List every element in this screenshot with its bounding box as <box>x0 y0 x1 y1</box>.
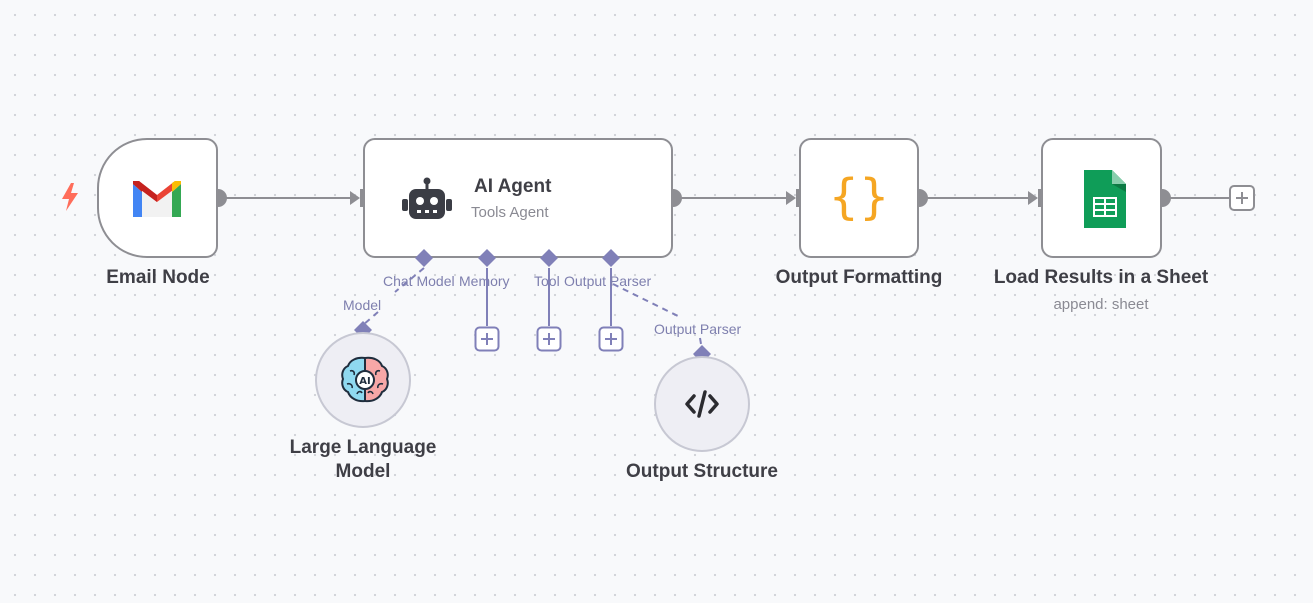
code-braces-icon: {} <box>828 169 890 225</box>
structure-output-parser-port-label: Output Parser <box>654 321 742 337</box>
ai-agent-subtitle: Tools Agent <box>471 204 549 221</box>
trigger-bolt-icon <box>62 183 78 211</box>
chat-model-port[interactable] <box>415 249 433 267</box>
gmail-icon <box>133 181 181 217</box>
arrow-formatting-to-sheet <box>1028 191 1038 205</box>
google-sheets-icon <box>1084 170 1126 228</box>
output-formatting-node[interactable]: {} <box>799 138 919 258</box>
add-node-button[interactable] <box>1229 185 1255 211</box>
output-structure-title: Output Structure <box>626 461 778 482</box>
memory-port-label: Memory <box>459 273 510 289</box>
llm-node[interactable]: AI <box>315 332 411 428</box>
add-memory-button[interactable] <box>474 326 500 352</box>
sheet-node[interactable] <box>1041 138 1162 258</box>
ai-agent-title: AI Agent <box>474 176 552 197</box>
email-node-title: Email Node <box>106 267 210 288</box>
sheet-node-title: Load Results in a Sheet <box>993 267 1209 288</box>
tool-port[interactable] <box>540 249 558 267</box>
connection-output-parser-to-structure[interactable] <box>612 283 683 319</box>
output-structure-node[interactable] <box>654 356 750 452</box>
output-formatting-title: Output Formatting <box>775 267 943 288</box>
arrow-agent-to-formatting <box>786 191 796 205</box>
connection-output-parser-to-structure-lower[interactable] <box>699 337 703 351</box>
memory-port[interactable] <box>478 249 496 267</box>
output-parser-port[interactable] <box>602 249 620 267</box>
output-parser-port-label: Output Parser <box>564 273 652 289</box>
tool-port-label: Tool <box>534 273 560 289</box>
llm-model-port-label: Model <box>343 297 382 313</box>
chat-model-port-label: Chat Model <box>383 273 455 289</box>
add-tool-button[interactable] <box>536 326 562 352</box>
ai-agent-node[interactable]: AI Agent Tools Agent <box>363 138 673 258</box>
connection-chat-model-to-llm-lower[interactable] <box>362 311 379 326</box>
email-node[interactable] <box>97 138 218 258</box>
ai-brain-icon: AI <box>341 356 389 403</box>
svg-text:AI: AI <box>359 376 370 387</box>
arrow-email-to-agent <box>350 191 360 205</box>
agent-sub-ports <box>415 249 620 267</box>
sheet-node-subtitle: append: sheet <box>1053 296 1149 313</box>
add-output-parser-button[interactable] <box>598 326 624 352</box>
robot-icon <box>402 177 452 219</box>
llm-node-title-line1: Large Language <box>289 437 437 458</box>
llm-node-title-line2: Model <box>335 461 391 482</box>
code-tag-icon <box>685 390 719 418</box>
